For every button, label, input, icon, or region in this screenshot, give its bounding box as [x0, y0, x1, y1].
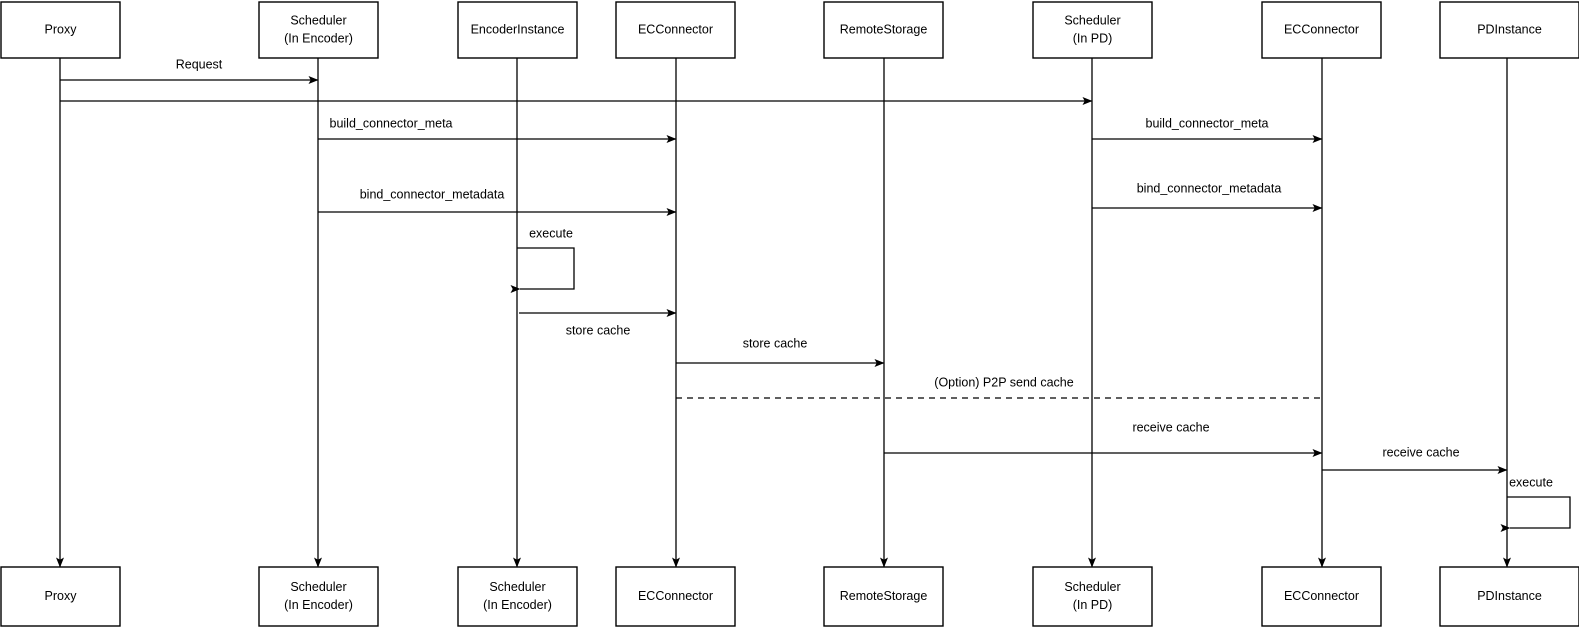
participant-box-rect	[457, 1, 578, 59]
participant-box-rect	[615, 566, 736, 627]
participant-label-line1: RemoteStorage	[840, 22, 928, 36]
participant-top-box-encoder-instance[interactable]: EncoderInstance	[457, 1, 578, 59]
message-label-build-connector-meta-encoder: build_connector_meta	[330, 116, 453, 130]
self-message-label-execute-encoder: execute	[529, 226, 573, 240]
participant-label-line1: RemoteStorage	[840, 589, 928, 603]
message-label-store-cache-encoder: store cache	[566, 323, 631, 337]
participant-label-line1: ECConnector	[638, 22, 713, 36]
participant-label-line1: ECConnector	[1284, 589, 1359, 603]
participant-top-box-remote-storage[interactable]: RemoteStorage	[823, 1, 944, 59]
self-messages-layer	[510, 247, 1571, 532]
participant-label-line2: (In Encoder)	[284, 598, 353, 612]
participant-label-line1: ECConnector	[638, 589, 713, 603]
participant-top-box-scheduler-in-encoder[interactable]: Scheduler (In Encoder)	[258, 1, 379, 59]
participant-bottom-box-proxy[interactable]: Proxy	[0, 566, 121, 627]
self-message-loop-execute-pd	[1500, 496, 1571, 532]
participant-label-line1: Scheduler	[290, 580, 346, 594]
participant-label-line1: EncoderInstance	[471, 22, 565, 36]
participant-label-line1: PDInstance	[1477, 22, 1542, 36]
participant-box-rect	[823, 1, 944, 59]
message-label-bind-connector-metadata-pd: bind_connector_metadata	[1137, 181, 1282, 195]
participant-label-line1: Proxy	[45, 22, 78, 36]
messages-layer	[60, 76, 1508, 474]
participant-bottom-box-ecconnector-pd[interactable]: ECConnector	[1261, 566, 1382, 627]
self-message-label-execute-pd: execute	[1509, 475, 1553, 489]
message-label-store-cache-remote: store cache	[743, 336, 808, 350]
participant-box-rect	[1032, 1, 1153, 59]
message-label-build-connector-meta-pd: build_connector_meta	[1146, 116, 1269, 130]
self-message-loop-execute-encoder	[510, 247, 575, 293]
participant-top-box-pd-instance[interactable]: PDInstance	[1439, 1, 1579, 59]
participant-bottom-box-encoder-instance[interactable]: Scheduler (In Encoder)	[457, 566, 578, 627]
message-label-receive-cache-pd-connector: receive cache	[1132, 420, 1209, 434]
participant-box-rect	[823, 566, 944, 627]
participant-bottom-box-scheduler-in-pd[interactable]: Scheduler (In PD)	[1032, 566, 1153, 627]
participant-box-rect	[258, 566, 379, 627]
message-labels-layer: Request build_connector_meta build_connect…	[176, 57, 1553, 489]
participant-box-rect	[1261, 1, 1382, 59]
participant-label-line1: Scheduler	[489, 580, 545, 594]
participant-box-rect	[0, 1, 121, 59]
participant-box-rect	[0, 566, 121, 627]
participant-bottom-boxes: Proxy Scheduler (In Encoder) Scheduler (In E…	[0, 566, 1579, 627]
participant-box-rect	[1032, 566, 1153, 627]
participant-box-rect	[457, 566, 578, 627]
message-label-request: Request	[176, 57, 223, 71]
participant-top-box-scheduler-in-pd[interactable]: Scheduler (In PD)	[1032, 1, 1153, 59]
participant-top-boxes: Proxy Scheduler (In Encoder) EncoderInstanc…	[0, 1, 1579, 59]
participant-bottom-box-ecconnector-encoder[interactable]: ECConnector	[615, 566, 736, 627]
participant-label-line1: Scheduler	[1064, 580, 1120, 594]
participant-label-line2: (In Encoder)	[284, 31, 353, 45]
participant-bottom-box-remote-storage[interactable]: RemoteStorage	[823, 566, 944, 627]
participant-bottom-box-scheduler-in-encoder[interactable]: Scheduler (In Encoder)	[258, 566, 379, 627]
participant-label-line1: Scheduler	[1064, 13, 1120, 27]
message-label-p2p-send-cache: (Option) P2P send cache	[934, 375, 1073, 389]
participant-label-line2: (In Encoder)	[483, 598, 552, 612]
participant-top-box-ecconnector-encoder[interactable]: ECConnector	[615, 1, 736, 59]
participant-label-line2: (In PD)	[1073, 31, 1113, 45]
participant-label-line2: (In PD)	[1073, 598, 1113, 612]
participant-box-rect	[615, 1, 736, 59]
lifelines-layer	[56, 58, 1511, 568]
participant-label-line1: Scheduler	[290, 13, 346, 27]
participant-box-rect	[258, 1, 379, 59]
message-label-receive-cache-pd-instance: receive cache	[1382, 445, 1459, 459]
participant-label-line1: Proxy	[45, 589, 78, 603]
participant-box-rect	[1261, 566, 1382, 627]
participant-bottom-box-pd-instance[interactable]: PDInstance	[1439, 566, 1579, 627]
participant-label-line1: PDInstance	[1477, 589, 1542, 603]
participant-top-box-proxy[interactable]: Proxy	[0, 1, 121, 59]
message-label-bind-connector-metadata-encoder: bind_connector_metadata	[360, 187, 505, 201]
participant-box-rect	[1439, 1, 1579, 59]
participant-label-line1: ECConnector	[1284, 22, 1359, 36]
participant-box-rect	[1439, 566, 1579, 627]
participant-top-box-ecconnector-pd[interactable]: ECConnector	[1261, 1, 1382, 59]
